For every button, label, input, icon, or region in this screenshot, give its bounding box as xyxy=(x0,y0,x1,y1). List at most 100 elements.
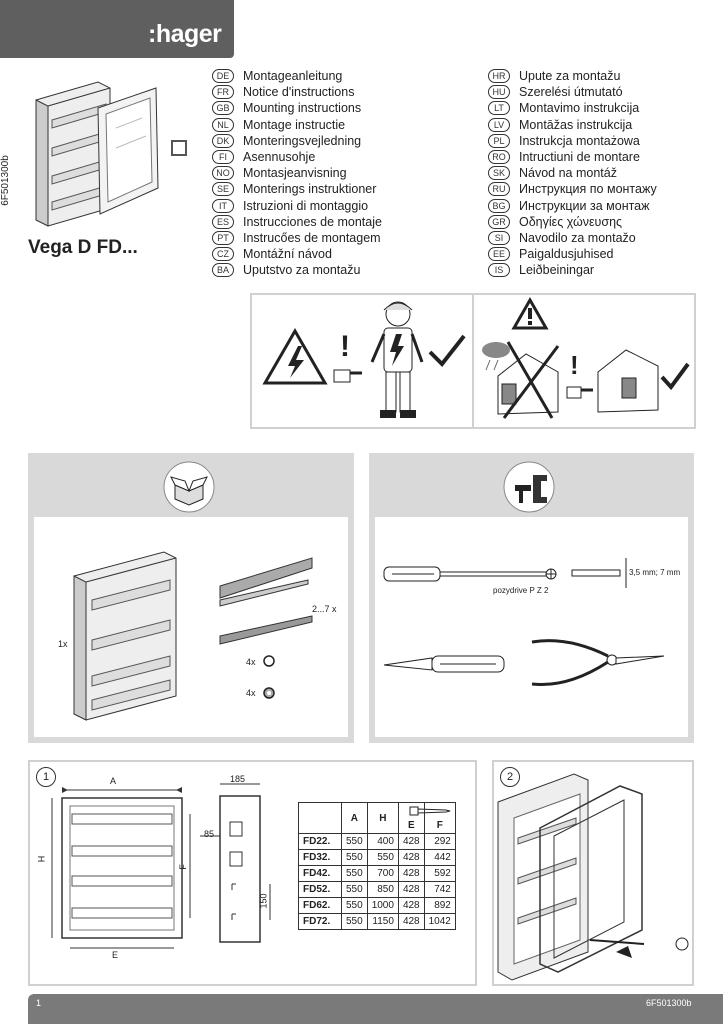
warning-exclamation-icon-2: ! xyxy=(570,350,579,380)
nut-part-icon xyxy=(263,687,275,699)
indoor-house-icon xyxy=(597,349,659,413)
language-title: Montavimo instrukcija xyxy=(519,101,640,116)
language-code-badge: SI xyxy=(488,230,510,245)
dimension-cell: 428 xyxy=(397,881,425,898)
cap-part-icon xyxy=(263,655,275,667)
warning-exclamation-icon: ! xyxy=(340,330,350,363)
pz2-tip-icon xyxy=(545,568,557,580)
cabinet-illustration xyxy=(35,81,159,227)
language-title: Monteringsvejledning xyxy=(243,133,362,148)
language-code-badge: NL xyxy=(212,117,234,132)
warning-triangle-icon xyxy=(511,296,549,330)
dim-h-label: H xyxy=(36,855,47,863)
dimension-cell: 1042 xyxy=(423,913,456,930)
dim-185-label: 185 xyxy=(230,774,246,784)
dimension-cell: 1000 xyxy=(366,897,399,914)
step1-number: 1 xyxy=(36,767,56,787)
logo-band xyxy=(0,0,234,58)
language-row: SE Monterings instruktioner xyxy=(212,181,382,197)
language-code-badge: IT xyxy=(212,198,234,213)
language-code-badge: RU xyxy=(488,182,510,197)
model-cell: FD62. xyxy=(298,897,342,914)
language-code-badge: SE xyxy=(212,182,234,197)
qty-a-label: 4x xyxy=(246,657,256,667)
language-row: DK Monteringsvejledning xyxy=(212,133,382,149)
model-cell: FD42. xyxy=(298,865,342,882)
step2-frame-removal-illustration xyxy=(497,773,689,981)
table-header-cell: E xyxy=(397,802,425,834)
language-title: Montážní návod xyxy=(243,247,332,262)
checkmark-icon-2 xyxy=(660,362,690,391)
step1-side-view xyxy=(200,783,271,943)
pointing-hand-icon xyxy=(333,369,362,383)
dimension-cell: 442 xyxy=(423,849,456,866)
step2-panel xyxy=(492,760,694,986)
dimension-cell: 742 xyxy=(423,881,456,898)
language-code-badge: GB xyxy=(212,101,234,116)
language-title: Paigaldusjuhised xyxy=(519,247,614,262)
dim-f-label: F xyxy=(177,864,188,870)
dimension-cell: 700 xyxy=(366,865,399,882)
checkbox-square-icon xyxy=(171,140,187,156)
model-cell: FD32. xyxy=(298,849,342,866)
language-title: Upute za montažu xyxy=(519,69,621,84)
dimension-cell: 550 xyxy=(341,913,368,930)
language-title: Istruzioni di montaggio xyxy=(243,198,369,213)
language-title: Monterings instruktioner xyxy=(243,182,377,197)
dimension-cell: 292 xyxy=(423,833,456,850)
language-code-badge: BG xyxy=(488,198,510,213)
language-title: Montāžas instrukcija xyxy=(519,117,633,132)
table-header-cell: A xyxy=(341,802,368,834)
screwdriver-label: pozydrive P Z 2 xyxy=(493,586,549,595)
language-code-badge: PL xyxy=(488,133,510,148)
step1-panel xyxy=(28,760,477,986)
dimension-cell: 428 xyxy=(397,913,425,930)
language-code-badge: DK xyxy=(212,133,234,148)
language-title: Οδηγίες χώνευσης xyxy=(519,214,623,229)
language-code-badge: HU xyxy=(488,85,510,100)
electric-hazard-icon xyxy=(262,327,328,385)
language-title: Asennusohje xyxy=(243,150,316,165)
electrician-figure-icon xyxy=(370,301,424,418)
dimension-cell: 428 xyxy=(397,849,425,866)
language-row: CZ Montážní návod xyxy=(212,246,382,262)
footer-bar xyxy=(28,994,723,1024)
table-header-cell: F xyxy=(423,802,456,834)
model-cell: FD72. xyxy=(298,913,342,930)
dimension-cell: 592 xyxy=(423,865,456,882)
outdoor-house-crossed-icon xyxy=(482,341,560,419)
language-code-badge: HR xyxy=(488,69,510,84)
model-cell: FD52. xyxy=(298,881,342,898)
language-title: Szerelési útmutató xyxy=(519,85,623,100)
pliers-illustration xyxy=(531,639,665,686)
language-title: Instrucciones de montaje xyxy=(243,214,382,229)
checkmark-icon xyxy=(428,334,466,368)
dimension-cell: 550 xyxy=(366,849,399,866)
language-code-badge: CZ xyxy=(212,247,234,262)
language-title: Navodilo za montažo xyxy=(519,230,636,245)
language-code-badge: RO xyxy=(488,150,510,165)
knife-illustration xyxy=(383,655,505,673)
footer-page-number: 1 xyxy=(36,998,42,1008)
language-code-badge: BA xyxy=(212,263,234,278)
blade-width-label: 3,5 mm; 7 mm xyxy=(629,568,681,577)
dimension-cell: 850 xyxy=(366,881,399,898)
language-code-badge: FI xyxy=(212,150,234,165)
language-title: Instrucőes de montagem xyxy=(243,230,381,245)
language-row: HU Szerelési útmutató xyxy=(488,84,657,100)
